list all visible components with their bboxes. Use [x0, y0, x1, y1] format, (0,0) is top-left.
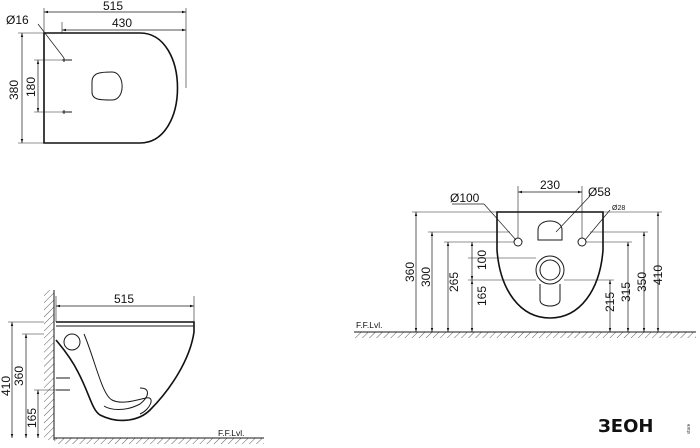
rear-view-floor [354, 332, 696, 338]
brand-logo: ЗЕОН store [598, 416, 691, 437]
top-dim-430: 430 [112, 16, 132, 30]
top-dim-180: 180 [24, 77, 38, 97]
side-floor-label: F.F.Lvl. [218, 428, 244, 438]
top-view-fixing-hole-top [62, 58, 72, 62]
rear-dim-left-265: 265 [447, 272, 461, 292]
rear-dim-left-300: 300 [419, 267, 433, 287]
rear-view: F.F.Lvl. 230 Ø100 Ø58 Ø28 360 300 [354, 178, 696, 338]
side-dim-360: 360 [12, 366, 26, 386]
top-view: 515 430 Ø16 380 180 [6, 0, 187, 144]
side-view-trap [83, 333, 152, 415]
rear-dim-left-360: 360 [403, 262, 417, 282]
rear-dim-inlet-diameter: Ø58 [588, 185, 611, 199]
side-view-floor [54, 438, 264, 444]
top-view-bowl-opening [91, 71, 123, 101]
rear-view-bolt-right [577, 237, 587, 247]
side-dim-410: 410 [0, 376, 13, 396]
brand-logo-text: ЗЕОН [598, 416, 653, 437]
top-dim-515: 515 [103, 0, 123, 13]
rear-dim-right-350: 350 [635, 272, 649, 292]
brand-logo-sub: store [686, 423, 691, 434]
rear-dim-outlet-diameter: Ø100 [450, 191, 480, 205]
rear-dim-230: 230 [540, 178, 560, 192]
top-dim-hole-diameter: Ø16 [6, 13, 29, 27]
rear-dim-left-165: 165 [475, 286, 489, 306]
side-view-wall [44, 290, 54, 440]
rear-dim-right-410: 410 [651, 265, 665, 285]
top-view-bowl-outline [43, 32, 179, 144]
rear-view-outlet-outer [535, 255, 565, 285]
side-view: F.F.Lvl. 515 410 360 165 [0, 290, 264, 444]
rear-dim-right-315: 315 [619, 282, 633, 302]
side-view-inlet [63, 333, 81, 351]
rear-dim-left-100: 100 [475, 250, 489, 270]
top-dim-380: 380 [7, 80, 21, 100]
side-dim-165: 165 [25, 408, 39, 428]
side-view-bowl-outline [55, 321, 195, 422]
top-view-fixing-hole-bottom [62, 110, 72, 114]
rear-dim-bolt-diameter: Ø28 [612, 205, 625, 212]
rear-dim-right-215: 215 [603, 292, 617, 312]
rear-view-inlet [537, 220, 563, 241]
rear-floor-label: F.F.Lvl. [356, 320, 382, 330]
rear-view-outlet-inner [539, 259, 561, 281]
rear-view-bowl-outline [496, 211, 604, 319]
side-dim-515: 515 [114, 292, 134, 306]
